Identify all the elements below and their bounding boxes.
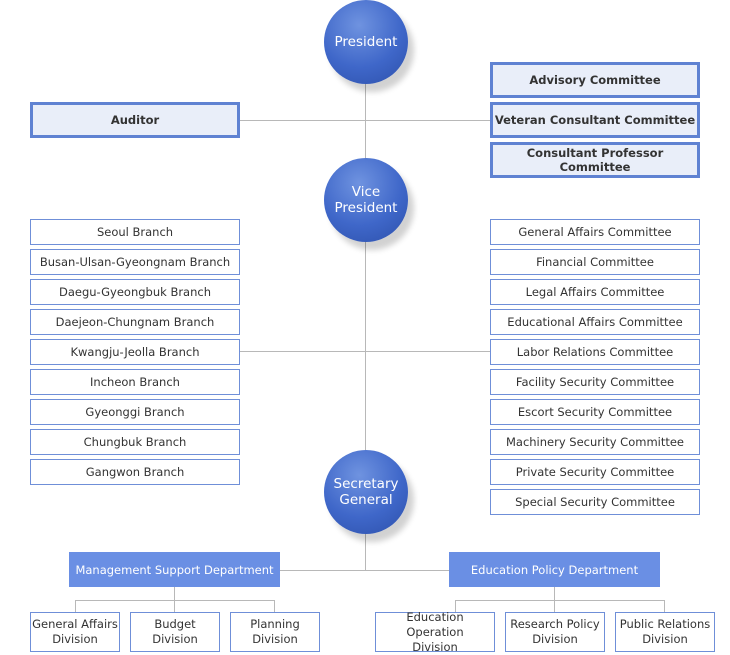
management-support-department: Management Support Department — [69, 552, 280, 587]
management-division-drop-3 — [274, 600, 275, 612]
management-divisions-stem — [174, 587, 175, 600]
committee-box: Facility Security Committee — [490, 369, 700, 395]
management-division-drop-1 — [75, 600, 76, 612]
management-division-drop-2 — [174, 600, 175, 612]
vice-president-node: Vice President — [324, 158, 408, 242]
secretary-general-node: Secretary General — [324, 450, 408, 534]
branch-committee-connector-line — [239, 351, 490, 352]
committee-box: Escort Security Committee — [490, 399, 700, 425]
education-division-drop-1 — [455, 600, 456, 612]
planning-division: Planning Division — [230, 612, 320, 652]
veteran-consultant-committee-box: Veteran Consultant Committee — [490, 102, 700, 138]
committee-box: Special Security Committee — [490, 489, 700, 515]
education-division-drop-3 — [664, 600, 665, 612]
general-affairs-division: General Affairs Division — [30, 612, 120, 652]
committee-box: Educational Affairs Committee — [490, 309, 700, 335]
auditor-connector-line — [239, 120, 490, 121]
branch-box: Incheon Branch — [30, 369, 240, 395]
branch-box: Busan-Ulsan-Gyeongnam Branch — [30, 249, 240, 275]
committee-box: Financial Committee — [490, 249, 700, 275]
committee-box: General Affairs Committee — [490, 219, 700, 245]
branch-box: Chungbuk Branch — [30, 429, 240, 455]
education-divisions-bar — [455, 600, 665, 601]
management-divisions-bar — [75, 600, 275, 601]
branch-box: Daegu-Gyeongbuk Branch — [30, 279, 240, 305]
branch-box: Gangwon Branch — [30, 459, 240, 485]
president-node: President — [324, 0, 408, 84]
branch-box: Daejeon-Chungnam Branch — [30, 309, 240, 335]
education-operation-division: Education Operation Division — [375, 610, 495, 654]
consultant-professor-committee-box: Consultant Professor Committee — [490, 142, 700, 178]
committee-box: Private Security Committee — [490, 459, 700, 485]
education-division-drop-2 — [554, 600, 555, 612]
education-divisions-stem — [554, 587, 555, 600]
branch-box: Gyeonggi Branch — [30, 399, 240, 425]
main-vertical-line — [365, 82, 366, 570]
education-policy-department: Education Policy Department — [449, 552, 660, 587]
auditor-box: Auditor — [30, 102, 240, 138]
research-policy-division: Research Policy Division — [505, 612, 605, 652]
committee-box: Labor Relations Committee — [490, 339, 700, 365]
committee-box: Legal Affairs Committee — [490, 279, 700, 305]
committee-box: Machinery Security Committee — [490, 429, 700, 455]
branch-box: Seoul Branch — [30, 219, 240, 245]
department-connector-line — [279, 570, 450, 571]
public-relations-division: Public Relations Division — [615, 612, 715, 652]
branch-box: Kwangju-Jeolla Branch — [30, 339, 240, 365]
budget-division: Budget Division — [130, 612, 220, 652]
advisory-committee-box: Advisory Committee — [490, 62, 700, 98]
